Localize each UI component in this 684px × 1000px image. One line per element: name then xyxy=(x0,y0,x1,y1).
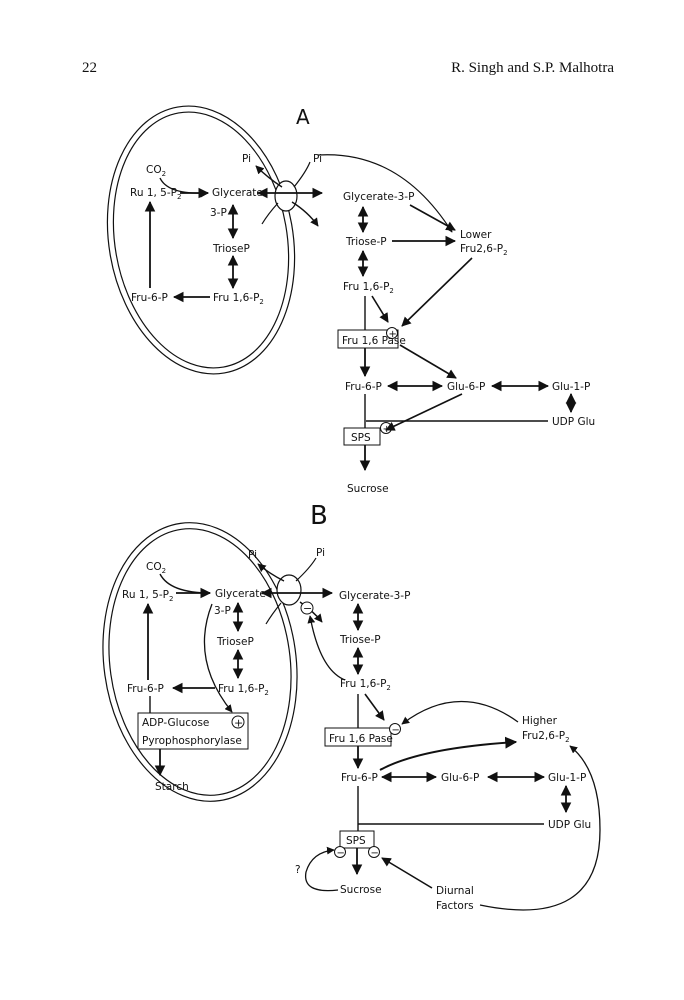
page-header: 22 R. Singh and S.P. Malhotra xyxy=(0,60,684,84)
triose-p-stroma-label: TrioseP xyxy=(212,243,250,255)
chloroplast-b-inner-membrane xyxy=(108,528,292,796)
panel-a: A CO2 Ru 1, 5-P2 Glycerate 3-P TrioseP F… xyxy=(106,105,595,495)
fru16p2-b-stroma-label: Fru 1,6-P2 xyxy=(218,683,269,697)
panel-b: B CO2 Ru 1, 5-P2 Glycerate 3-P TrioseP F… xyxy=(102,501,601,912)
glu6p-label: Glu-6-P xyxy=(447,381,485,393)
sps-label: SPS xyxy=(351,432,371,444)
ru15p2-b-label: Ru 1, 5-P2 xyxy=(122,589,173,603)
panel-a-label: A xyxy=(296,105,310,129)
sucrose-feedback-arrow xyxy=(304,846,339,892)
page-number: 22 xyxy=(82,60,97,76)
diurnal-inhibits-sps-arrow xyxy=(381,857,433,889)
three-p-b-label: 3-P xyxy=(214,605,231,617)
fru16p2-b-cytosol-label: Fru 1,6-P2 xyxy=(340,678,391,692)
fru16p2-activates-pase-arrow xyxy=(371,295,389,323)
question-mark-label: ? xyxy=(295,864,301,876)
starch-label: Starch xyxy=(155,781,189,793)
ru15p2-label: Ru 1, 5-P2 xyxy=(130,187,181,201)
pi-b-cytosol-label: Pi xyxy=(316,547,325,559)
co2-label: CO2 xyxy=(146,164,166,178)
glu1p-label: Glu-1-P xyxy=(552,381,590,393)
lower-label: Lower xyxy=(460,229,492,241)
co2-b-label: CO2 xyxy=(146,561,166,575)
pyrophosphorylase-label: Pyrophosphorylase xyxy=(142,735,242,747)
translocator-b-spoke-2 xyxy=(265,602,282,625)
fru16pase-b-label: Fru 1,6 Pase xyxy=(329,733,393,745)
glu1p-b-label: Glu-1-P xyxy=(548,772,586,784)
pi-import-b-arrow xyxy=(257,563,285,582)
pi-cytosol-label: Pi xyxy=(313,153,322,165)
agpase-box xyxy=(137,712,249,750)
glycerate3p-activates-agpase-arrow xyxy=(203,603,233,713)
inhibition-symbol-sps-right-text: − xyxy=(371,848,379,859)
activation-symbol-agpase-text: + xyxy=(234,717,243,730)
pase-to-glu6p-arrow xyxy=(399,344,457,379)
inhibition-symbol-sps-right xyxy=(368,846,380,858)
inhibition-symbol-pase-text: − xyxy=(392,725,400,736)
panel-b-label: B xyxy=(310,501,328,531)
fru6p-cytosol-label: Fru-6-P xyxy=(345,381,382,393)
glycerate-b-label: Glycerate xyxy=(215,588,266,600)
udp-glu-label: UDP Glu xyxy=(552,416,595,428)
triose-p-b-cytosol-label: Triose-P xyxy=(339,634,381,646)
sucrose-b-label: Sucrose xyxy=(340,884,382,896)
chloroplast-outer-membrane xyxy=(106,105,296,375)
triose-export-arrow xyxy=(291,201,319,227)
sucrose-label: Sucrose xyxy=(347,483,389,495)
fru26p2-regulates-pase-arrow xyxy=(401,257,473,327)
fru6p-b-stroma-label: Fru-6-P xyxy=(127,683,164,695)
inhibition-symbol-translocator-text: − xyxy=(303,602,312,615)
inhibition-symbol-sps-left-text: − xyxy=(337,848,345,859)
pi-stroma-label: Pi xyxy=(242,153,251,165)
translocator-b-spoke-1 xyxy=(295,557,317,582)
glycerate3p-to-lower-arrow xyxy=(409,204,456,231)
sps-box xyxy=(343,427,381,446)
higher-label: Higher xyxy=(522,715,558,727)
fru16p2-to-pase-b-arrow xyxy=(364,693,385,721)
inhibition-symbol-translocator xyxy=(300,601,314,615)
pi-to-lower-arrow xyxy=(317,154,453,233)
glu6p-b-label: Glu-6-P xyxy=(441,772,479,784)
chloroplast-inner-membrane xyxy=(112,111,290,369)
running-head-authors: R. Singh and S.P. Malhotra xyxy=(451,60,614,76)
phosphate-translocator xyxy=(274,180,298,212)
fru16p2-inhibits-translocator-arrow xyxy=(307,615,346,681)
fru6p-b-cytosol-label: Fru-6-P xyxy=(341,772,378,784)
pi-b-stroma-label: Pi xyxy=(248,549,257,561)
fru16p2-stroma-label: Fru 1,6-P2 xyxy=(213,292,264,306)
triose-p-cytosol-label: Triose-P xyxy=(345,236,387,248)
udp-glu-b-label: UDP Glu xyxy=(548,819,591,831)
diurnal-to-fru26p2-arrow xyxy=(479,745,601,911)
fru16pase-box xyxy=(337,329,399,349)
adp-glucose-label: ADP-Glucose xyxy=(142,717,209,729)
glu6p-activates-sps-arrow xyxy=(385,393,463,431)
glycerate-3p-label: Glycerate-3-P xyxy=(343,191,414,203)
translocator-spoke-1 xyxy=(261,202,279,225)
chloroplast-b-outer-membrane xyxy=(102,522,298,802)
fru26p2-label: Fru2,6-P2 xyxy=(460,243,508,257)
activation-symbol-agpase xyxy=(231,715,245,729)
fru6p-to-fru26p2-arrow xyxy=(379,736,518,771)
sps-b-label: SPS xyxy=(346,835,366,847)
fru26p2-b-label: Fru2,6-P2 xyxy=(522,730,570,744)
diurnal-label: Diurnal xyxy=(436,885,474,897)
inhibition-symbol-pase xyxy=(389,723,401,735)
pi-import-arrow xyxy=(255,165,283,188)
three-p-label: 3-P xyxy=(210,207,227,219)
fru26p2-inhibits-pase-arrow xyxy=(401,700,519,725)
activation-symbol-pase-text: + xyxy=(389,329,397,340)
fru16p2-cytosol-label: Fru 1,6-P2 xyxy=(343,281,394,295)
factors-label: Factors xyxy=(436,900,474,912)
fru6p-stroma-label: Fru-6-P xyxy=(131,292,168,304)
triose-p-b-stroma-label: TrioseP xyxy=(216,636,254,648)
translocator-spoke-2 xyxy=(293,161,311,188)
activation-symbol-pase xyxy=(386,327,398,339)
glycerate-label: Glycerate xyxy=(212,187,263,199)
glycerate-3p-b-label: Glycerate-3-P xyxy=(339,590,410,602)
